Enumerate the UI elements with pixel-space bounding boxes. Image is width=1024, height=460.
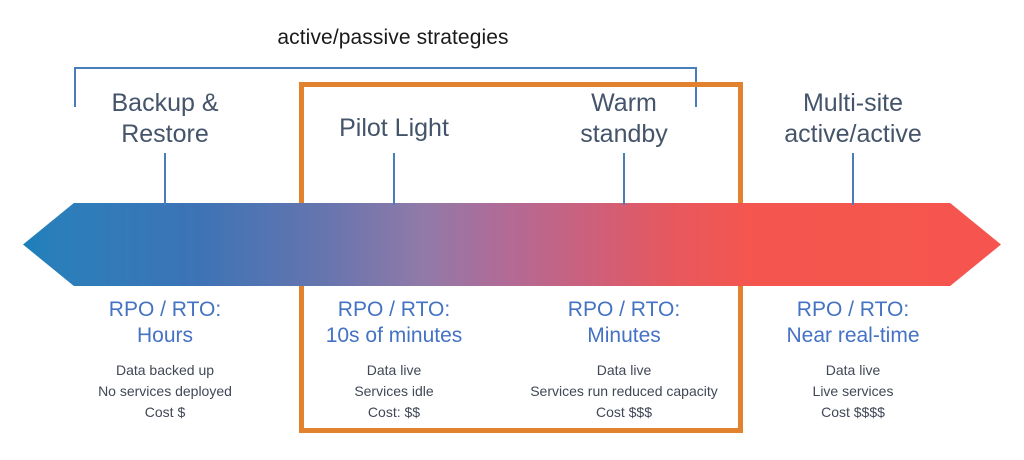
rpo-rto-warm-standby: RPO / RTO: Minutes [567, 298, 681, 347]
details-backup-restore: Data backed up No services deployed Cost… [98, 362, 232, 420]
rpo-rto-backup-restore: RPO / RTO: Hours [108, 298, 222, 347]
rpo-rto-multi-site: RPO / RTO: Near real-time [786, 298, 920, 347]
strategy-title-pilot-light: Pilot Light [339, 114, 449, 142]
strategy-title-warm-standby: Warm standby [580, 89, 668, 148]
strategy-title-backup-restore: Backup & Restore [111, 89, 219, 148]
connector-stem-warm-standby [623, 153, 625, 205]
active-passive-bracket [74, 67, 697, 107]
details-pilot-light: Data live Services idle Cost: $$ [354, 362, 434, 420]
connector-stem-multi-site [852, 153, 854, 205]
rpo-rto-pilot-light: RPO / RTO: 10s of minutes [325, 298, 463, 347]
details-warm-standby: Data live Services run reduced capacity … [530, 362, 718, 420]
details-multi-site: Data live Live services Cost $$$$ [812, 362, 894, 420]
arrow-gradient-shape [23, 203, 1001, 286]
connector-stem-pilot-light [393, 153, 395, 205]
recovery-spectrum-arrow [23, 203, 1001, 286]
active-passive-bracket-label: active/passive strategies [277, 26, 509, 49]
connector-stem-backup-restore [164, 153, 166, 205]
strategy-title-multi-site: Multi-site active/active [784, 89, 922, 148]
